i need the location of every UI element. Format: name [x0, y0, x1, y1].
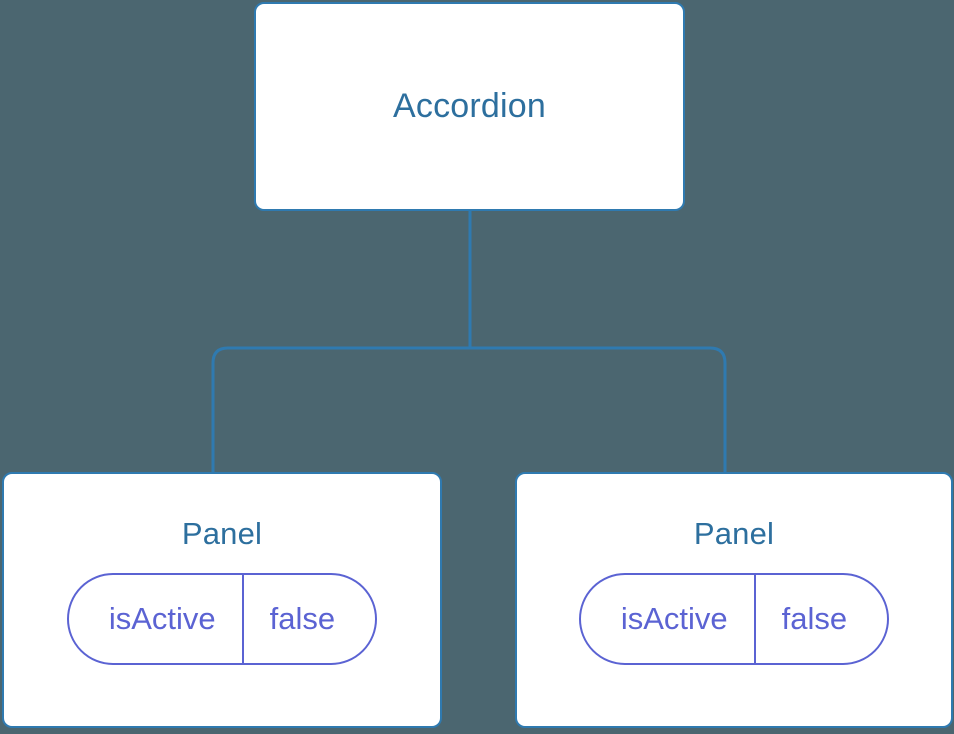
state-pill-panel-2[interactable]: isActive false	[578, 572, 890, 665]
state-value-label: false	[241, 574, 375, 663]
node-panel-2[interactable]: Panel isActive false	[515, 472, 953, 728]
edge-to-panel-left	[211, 346, 470, 473]
state-value-label: false	[753, 574, 887, 663]
edge-to-panel-right	[470, 346, 727, 473]
node-accordion[interactable]: Accordion	[254, 2, 685, 211]
state-key-label: isActive	[620, 600, 728, 636]
node-panel-2-title: Panel	[693, 516, 775, 551]
state-pill-panel-1[interactable]: isActive false	[66, 572, 378, 665]
node-panel-1-title: Panel	[181, 516, 263, 551]
node-panel-1[interactable]: Panel isActive false	[2, 472, 442, 728]
node-accordion-title: Accordion	[393, 86, 546, 125]
state-key-label: isActive	[108, 600, 216, 636]
